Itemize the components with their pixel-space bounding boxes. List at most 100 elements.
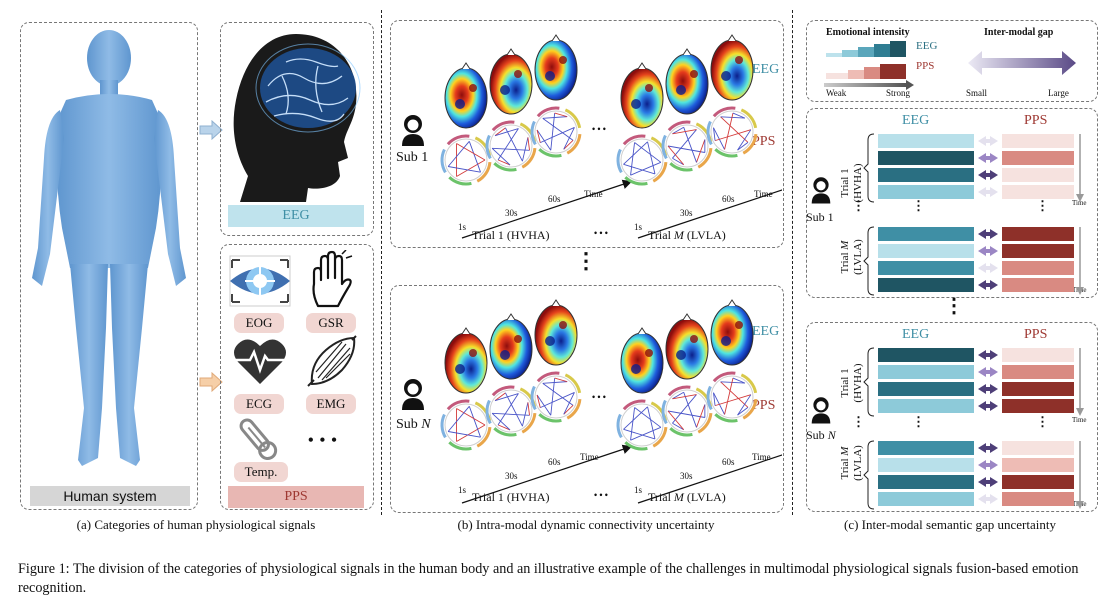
subN-var: N bbox=[421, 417, 431, 432]
cN-row-vdots-pps: ⋮ bbox=[1036, 414, 1049, 429]
b1-time-a: Time bbox=[584, 189, 603, 199]
connectivity-edge bbox=[634, 407, 662, 428]
divider-1 bbox=[381, 10, 382, 515]
connectivity-edge bbox=[737, 406, 749, 416]
connectivity-ring-segment bbox=[440, 148, 447, 174]
eeg-bar bbox=[878, 151, 974, 165]
divider-2 bbox=[792, 10, 793, 515]
weak-strong-arrow bbox=[824, 80, 914, 90]
connectivity-edge bbox=[536, 129, 552, 151]
panel-b-vdots: ⋮ bbox=[575, 248, 597, 273]
arrow-to-eeg-icon bbox=[199, 120, 223, 140]
connectivity-ring-segment bbox=[669, 162, 693, 172]
cN-row-vdots-left: ⋮ bbox=[852, 414, 865, 429]
connectivity-ring-segment bbox=[712, 371, 736, 383]
eeg-bar bbox=[878, 261, 974, 275]
temp-label: Temp. bbox=[244, 464, 278, 479]
connectivity-ring-segment bbox=[493, 162, 517, 172]
topomap-nose bbox=[506, 313, 516, 321]
c1-time-a: Time bbox=[1072, 199, 1087, 207]
connectivity-ring-segment bbox=[622, 134, 646, 146]
pps-bar bbox=[1002, 458, 1074, 472]
topomap-blob bbox=[645, 84, 653, 92]
connectivity-illustration bbox=[440, 34, 782, 504]
connectivity-edge bbox=[542, 116, 568, 119]
subN-box bbox=[390, 285, 784, 513]
connectivity-edge bbox=[527, 402, 530, 416]
trial-brace bbox=[863, 347, 875, 417]
b1-dots: • • • bbox=[594, 228, 608, 238]
gap-arrow bbox=[978, 443, 998, 453]
connectivity-edge bbox=[563, 127, 575, 150]
emg-pill: EMG bbox=[306, 394, 356, 414]
gap-arrow bbox=[978, 153, 998, 163]
eeg-label-bar: EEG bbox=[228, 205, 364, 227]
topomap-nose bbox=[461, 62, 471, 70]
topomap-head bbox=[710, 39, 754, 101]
pps-bar bbox=[1002, 382, 1074, 396]
connectivity-edge bbox=[724, 377, 734, 415]
topomap-head bbox=[489, 318, 533, 380]
b1-trial1-label: Trial 1 (HVHA) bbox=[472, 228, 550, 242]
b-eeg-tag-2: EEG bbox=[752, 324, 780, 339]
b1-tick-60s-a: 60s bbox=[548, 194, 561, 204]
connectivity-edge bbox=[720, 381, 745, 384]
topomap-head bbox=[489, 53, 533, 115]
sub1-label: Sub 1 bbox=[396, 150, 429, 165]
connectivity-edge bbox=[563, 392, 575, 415]
subject-n-icon bbox=[402, 379, 424, 410]
eeg-bar bbox=[878, 185, 974, 199]
connectivity-edge bbox=[554, 112, 568, 118]
bN-dots: • • • bbox=[594, 490, 608, 500]
connectivity-edge bbox=[542, 382, 574, 406]
trial-brace bbox=[863, 133, 875, 203]
legend-small: Small bbox=[966, 88, 988, 98]
connectivity-edge bbox=[456, 143, 486, 161]
subN-label: Sub N bbox=[396, 417, 431, 433]
human-system-label: Human system bbox=[30, 486, 190, 506]
connectivity-edge bbox=[536, 394, 541, 408]
topomap-blob bbox=[559, 56, 567, 64]
topomap-nose bbox=[682, 313, 692, 321]
connectivity-edge bbox=[720, 381, 749, 408]
connectivity-ring-segment bbox=[667, 120, 691, 132]
topomap-head bbox=[444, 332, 488, 394]
eeg-bar bbox=[878, 399, 974, 413]
topomap-blob bbox=[690, 335, 698, 343]
connectivity-edge bbox=[683, 127, 697, 163]
gap-arrow bbox=[978, 494, 998, 504]
b1-tick-1s-a: 1s bbox=[458, 222, 467, 232]
connectivity-ring-segment bbox=[624, 441, 648, 451]
connectivity-ring-segment bbox=[616, 413, 623, 439]
connectivity-ring-segment bbox=[485, 399, 492, 425]
eeg-bar bbox=[878, 475, 974, 489]
gap-arrow bbox=[978, 477, 998, 487]
caption-a: (a) Categories of human physiological si… bbox=[76, 517, 316, 532]
legend-pps: PPS bbox=[916, 60, 935, 72]
bN-tick-60s-a: 60s bbox=[548, 457, 561, 467]
connectivity-edge bbox=[720, 116, 745, 119]
eeg-bar bbox=[878, 168, 974, 182]
topomap-blob bbox=[514, 335, 522, 343]
connectivity-edge bbox=[672, 129, 697, 159]
topomap-nose bbox=[461, 327, 471, 335]
gap-arrow bbox=[978, 350, 998, 360]
connectivity-ring-segment bbox=[616, 148, 623, 174]
legend-strong: Strong bbox=[886, 88, 911, 98]
topomap-head bbox=[665, 53, 709, 115]
topomap-head bbox=[710, 304, 754, 366]
intensity-title: Emotional intensity bbox=[826, 27, 910, 38]
connectivity-ring-segment bbox=[566, 133, 582, 155]
topomap-blob bbox=[545, 71, 555, 81]
connectivity-edge bbox=[492, 412, 530, 416]
connectivity-edge bbox=[713, 392, 725, 415]
connectivity-ring-segment bbox=[491, 120, 515, 132]
connectivity-edge bbox=[542, 381, 568, 384]
cN-eeg-head: EEG bbox=[902, 327, 930, 342]
c-sub1-label: Sub 1 bbox=[806, 210, 834, 224]
bN-tick-60s-b: 60s bbox=[722, 457, 735, 467]
gsr-label: GSR bbox=[318, 315, 344, 330]
connectivity-edge bbox=[448, 166, 481, 173]
pps-bar bbox=[1002, 492, 1074, 506]
gsr-pill: GSR bbox=[306, 313, 356, 333]
